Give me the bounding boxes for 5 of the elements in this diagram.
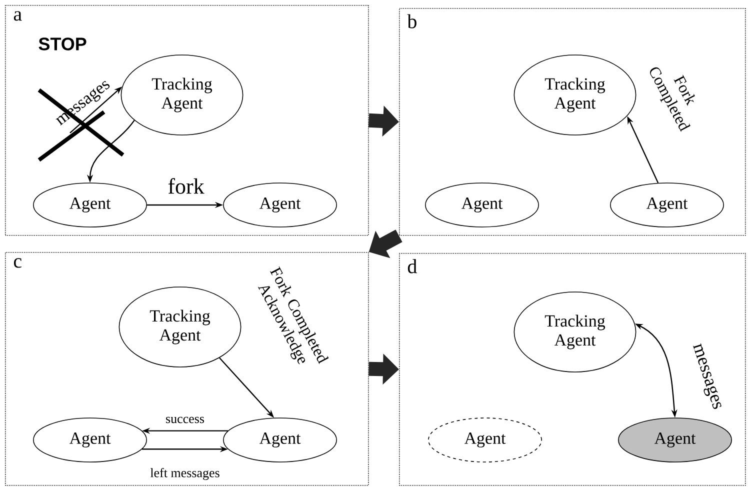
- edge-label: left messages: [149, 467, 221, 481]
- stop-label: STOP: [38, 38, 86, 50]
- edge-label: success: [164, 416, 206, 424]
- edge-label: messages: [688, 341, 724, 413]
- edge-label: fork: [166, 177, 206, 195]
